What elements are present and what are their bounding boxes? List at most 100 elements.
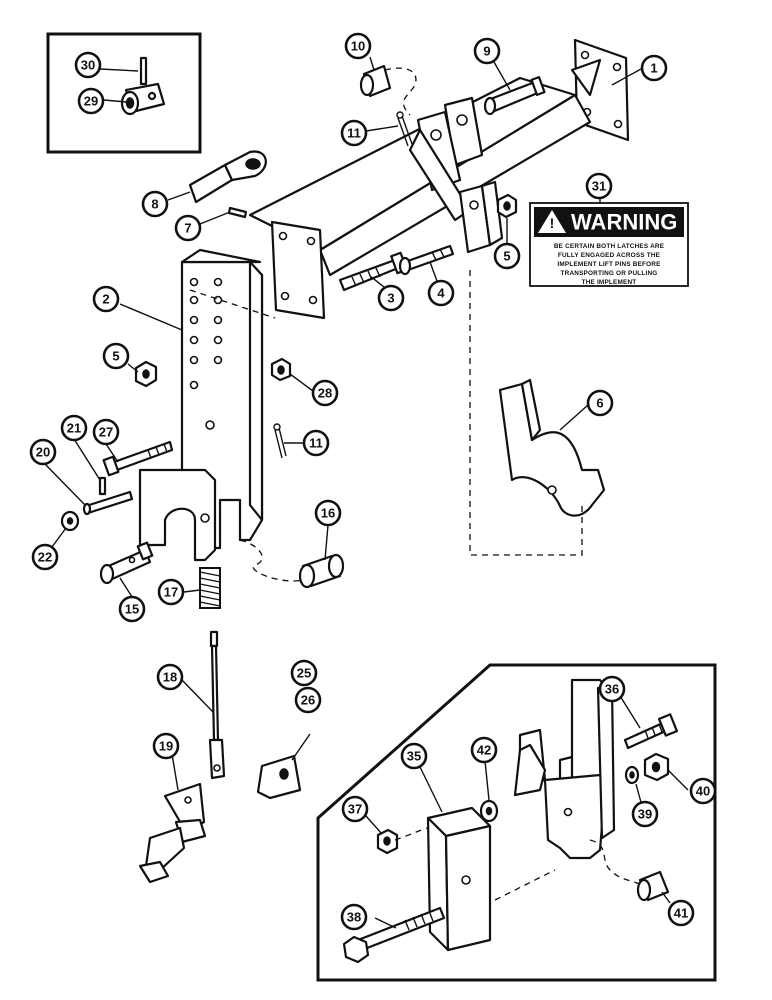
latch-body-2: [138, 248, 276, 562]
callout-31: 31: [585, 172, 613, 200]
leader-10-dash: [384, 67, 417, 116]
latch-rod-18: [208, 630, 226, 780]
svg-text:42: 42: [477, 743, 491, 758]
cotter-pin-11-mid: [273, 423, 287, 459]
warning-decal-31: ! WARNING BE CERTAIN BOTH LATCHES ARE FU…: [529, 202, 689, 287]
callout-20: 20: [29, 438, 57, 466]
callout-29: 29: [77, 87, 105, 115]
callout-25: 25: [290, 659, 318, 687]
callout-5-left: 5: [102, 342, 130, 370]
pin-21: [98, 476, 107, 496]
svg-text:19: 19: [159, 739, 173, 754]
leader-41-dash: [589, 839, 641, 885]
callout-36: 36: [598, 675, 626, 703]
latch-assembly-inset: [513, 678, 616, 860]
nut-40: [643, 752, 670, 782]
svg-text:2: 2: [102, 292, 109, 307]
callout-11-top: 11: [340, 119, 368, 147]
callout-21: 21: [60, 414, 88, 442]
callout-42: 42: [470, 736, 498, 764]
warning-line-2: FULLY ENGAGED ACROSS THE: [558, 252, 661, 259]
svg-text:4: 4: [437, 286, 445, 301]
svg-text:1: 1: [650, 61, 657, 76]
callout-16: 16: [314, 499, 342, 527]
bushing-29: [120, 82, 166, 116]
leader-35-dash: [494, 869, 556, 901]
pin-9: [483, 76, 546, 116]
callout-26: 26: [294, 686, 322, 714]
svg-text:8: 8: [151, 197, 158, 212]
washer-42: [479, 799, 499, 823]
bolt-38: [342, 906, 446, 964]
svg-text:10: 10: [351, 39, 365, 54]
svg-text:7: 7: [184, 221, 191, 236]
svg-text:40: 40: [696, 784, 710, 799]
warning-title: WARNING: [571, 210, 677, 235]
svg-text:3: 3: [387, 291, 394, 306]
svg-text:31: 31: [592, 179, 606, 194]
warning-line-1: BE CERTAIN BOTH LATCHES ARE: [554, 243, 665, 250]
callout-9: 9: [473, 37, 501, 65]
leader-37-dash: [394, 827, 429, 841]
svg-text:30: 30: [81, 58, 95, 73]
svg-text:36: 36: [605, 682, 619, 697]
svg-text:5: 5: [112, 349, 119, 364]
callout-38: 38: [340, 903, 368, 931]
drawbar-frame-1: [248, 38, 630, 320]
leader-lines: [42, 56, 689, 929]
pin-20: [82, 490, 134, 516]
leader-6-dash: [469, 270, 583, 556]
svg-text:20: 20: [36, 445, 50, 460]
callout-18: 18: [156, 663, 184, 691]
inset-box-bottom: [316, 663, 717, 982]
cotter-pin-11-top: [396, 111, 413, 147]
callout-4: 4: [427, 279, 455, 307]
warning-exclamation: !: [550, 215, 555, 231]
callout-37: 37: [341, 795, 369, 823]
nut-28: [270, 357, 292, 382]
svg-text:9: 9: [483, 44, 490, 59]
bolt-4: [398, 244, 455, 276]
callout-17: 17: [157, 578, 185, 606]
warning-line-3: IMPLEMENT LIFT PINS BEFORE: [557, 261, 661, 268]
leader-16-dash: [239, 539, 304, 582]
svg-text:26: 26: [301, 693, 315, 708]
bushing-16: [298, 553, 345, 589]
spacer-block-35: [426, 806, 492, 952]
callout-27: 27: [92, 418, 120, 446]
pin-15: [99, 541, 154, 585]
washer-39: [624, 765, 640, 785]
callout-40: 40: [689, 777, 717, 805]
pin-7: [227, 206, 248, 219]
callout-30: 30: [74, 51, 102, 79]
svg-text:11: 11: [309, 436, 323, 451]
callout-15: 15: [118, 595, 146, 623]
pin-30: [139, 56, 148, 86]
bracket-25-26: [256, 754, 302, 800]
inset-box-top: [46, 32, 202, 154]
svg-text:29: 29: [84, 94, 98, 109]
svg-text:11: 11: [347, 126, 361, 141]
svg-text:16: 16: [321, 506, 335, 521]
callout-6: 6: [586, 389, 614, 417]
callout-8: 8: [141, 190, 169, 218]
washer-22: [60, 510, 80, 532]
callout-1: 1: [640, 54, 668, 82]
svg-text:5: 5: [503, 249, 510, 264]
bolt-36: [623, 713, 679, 750]
svg-text:21: 21: [67, 421, 81, 436]
bushing-10: [359, 64, 392, 98]
callout-19: 19: [152, 732, 180, 760]
nut-5-top: [496, 193, 518, 219]
callout-10: 10: [344, 32, 372, 60]
callout-7: 7: [174, 214, 202, 242]
bolt-27: [102, 440, 174, 477]
warning-line-4: TRANSPORTING OR PULLING: [561, 270, 658, 277]
callout-28: 28: [311, 379, 339, 407]
callout-22: 22: [31, 543, 59, 571]
svg-text:18: 18: [163, 670, 177, 685]
nut-5-left: [134, 360, 158, 388]
svg-text:39: 39: [638, 807, 652, 822]
warning-line-5: THE IMPLEMENT: [582, 279, 637, 286]
